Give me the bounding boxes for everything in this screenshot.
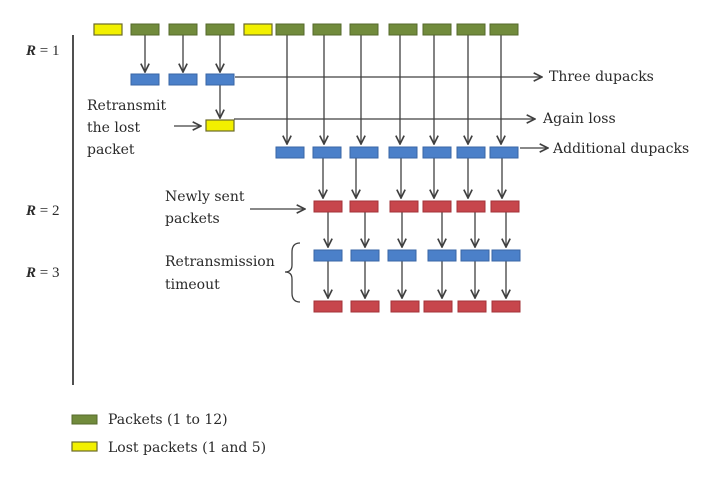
round-label-1: R = 1 bbox=[25, 43, 59, 59]
retransmitted-packet bbox=[205, 119, 235, 132]
packet-7 bbox=[312, 23, 342, 36]
packet-3 bbox=[168, 23, 198, 36]
dupack-1 bbox=[130, 73, 160, 86]
newly-sent-packet-4 bbox=[422, 200, 452, 213]
packet-10 bbox=[422, 23, 452, 36]
timeout-dupack-1 bbox=[313, 249, 343, 262]
timeout-resent-packet-3 bbox=[390, 300, 420, 313]
packet-boxes-layer bbox=[93, 23, 521, 313]
timeout-dupack-4 bbox=[427, 249, 457, 262]
packet-5 bbox=[243, 23, 273, 36]
dupack-3 bbox=[205, 73, 235, 86]
arrows-layer bbox=[145, 35, 506, 298]
additional-dupack-7 bbox=[489, 146, 519, 159]
packet-12 bbox=[489, 23, 519, 36]
retransmit-label: Retransmit the lost packet bbox=[87, 98, 171, 158]
timeout-dupack-2 bbox=[350, 249, 380, 262]
timeout-resent-packet-1 bbox=[313, 300, 343, 313]
newly-sent-packet-5 bbox=[456, 200, 486, 213]
timeout-resent-packet-5 bbox=[457, 300, 487, 313]
packet-8 bbox=[349, 23, 379, 36]
timeout-dupack-6 bbox=[491, 249, 521, 262]
additional-dupacks-label: Additional dupacks bbox=[552, 141, 689, 157]
packet-1 bbox=[93, 23, 123, 36]
timeout-dupack-5 bbox=[460, 249, 490, 262]
again-loss-label: Again loss bbox=[542, 111, 616, 127]
additional-dupack-1 bbox=[275, 146, 305, 159]
newly-sent-packet-6 bbox=[490, 200, 520, 213]
packet-4 bbox=[205, 23, 235, 36]
packet-9 bbox=[388, 23, 418, 36]
additional-dupack-5 bbox=[422, 146, 452, 159]
round-label-2: R = 2 bbox=[25, 203, 59, 219]
additional-dupack-3 bbox=[349, 146, 379, 159]
additional-dupack-2 bbox=[312, 146, 342, 159]
round-label-3: R = 3 bbox=[25, 265, 59, 281]
newly-sent-packet-2 bbox=[349, 200, 379, 213]
legend: Packets (1 to 12) Lost packets (1 and 5) bbox=[71, 412, 266, 456]
packet-2 bbox=[130, 23, 160, 36]
packet-6 bbox=[275, 23, 305, 36]
timeout-dupack-3 bbox=[387, 249, 417, 262]
timeout-brace bbox=[284, 242, 301, 303]
timeout-resent-packet-6 bbox=[491, 300, 521, 313]
legend-label-lost: Lost packets (1 and 5) bbox=[108, 440, 266, 456]
timeout-resent-packet-2 bbox=[350, 300, 380, 313]
additional-dupack-6 bbox=[456, 146, 486, 159]
legend-label-packets: Packets (1 to 12) bbox=[108, 412, 228, 428]
newly-sent-label: Newly sent packets bbox=[165, 189, 249, 227]
dupack-2 bbox=[168, 73, 198, 86]
legend-swatch-lost bbox=[71, 441, 98, 452]
three-dupacks-label: Three dupacks bbox=[549, 69, 654, 85]
packet-11 bbox=[456, 23, 486, 36]
timeout-resent-packet-4 bbox=[423, 300, 453, 313]
additional-dupack-4 bbox=[388, 146, 418, 159]
newly-sent-packet-3 bbox=[389, 200, 419, 213]
retransmission-timeout-label: Retransmission timeout bbox=[165, 254, 279, 293]
legend-swatch-packets bbox=[71, 414, 98, 425]
newly-sent-packet-1 bbox=[313, 200, 343, 213]
